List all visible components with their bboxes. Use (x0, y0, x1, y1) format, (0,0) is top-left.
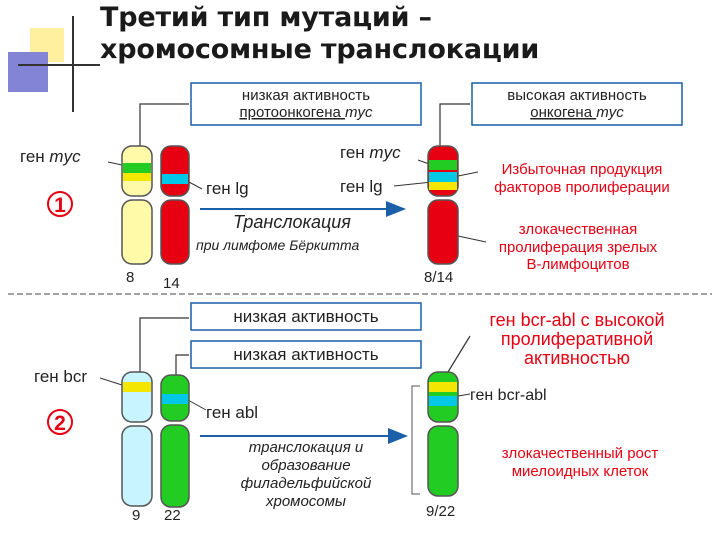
label-14: 14 (163, 275, 180, 292)
connector-low-box-2a (139, 317, 189, 372)
myc-band-8 (123, 163, 151, 173)
label-9: 9 (132, 507, 140, 524)
lg-band-8-14 (429, 172, 457, 182)
chromosome-22 (160, 374, 190, 508)
connector-gene-myc-left (107, 161, 123, 166)
connector-bcr-abl-high (447, 335, 471, 373)
title-line-1: Третий тип мутаций – (100, 2, 432, 33)
malignant-1-line1: злокачественная (519, 221, 638, 238)
philadelphia-line3: филадельфийской (241, 475, 372, 492)
title-line-2: хромосомные транслокации (100, 34, 540, 65)
label-22: 22 (164, 507, 181, 524)
overproduction-line1: Избыточная продукция (502, 161, 663, 178)
gene-abl-label: ген abl (206, 403, 258, 422)
connector-low-box-2b (175, 354, 189, 375)
low-activity-box-1-line1: низкая активность (242, 87, 370, 104)
gene-bcr-label: ген bcr (34, 367, 87, 386)
chromosome-9-22 (427, 371, 459, 497)
bracket-left (411, 385, 420, 495)
panel-1-number-circle (47, 191, 73, 217)
malignant-2-line1: злокачественный рост (502, 445, 659, 462)
connector-gene-lg-right (393, 181, 433, 187)
gene-myc-left-label: ген myc (20, 147, 81, 166)
connector-malignant-1 (457, 235, 487, 243)
chromosome-8-14 (427, 145, 459, 265)
low-activity-box-1-line2: протоонкогена myc (240, 104, 373, 121)
bcr-abl-high-line2: пролиферативной (501, 329, 653, 349)
chromosome-9 (121, 371, 153, 507)
low-activity-box-2b (190, 340, 422, 369)
low-activity-box-1 (190, 82, 422, 126)
panel-2-number-circle (47, 409, 73, 435)
abl-band-9-22 (429, 396, 457, 406)
low-activity-box-2a-text: низкая активность (233, 307, 378, 326)
connector-high-box-1 (439, 103, 470, 150)
overproduction-line2: факторов пролиферации (494, 179, 670, 196)
connector-gene-abl (187, 399, 207, 411)
malignant-2-line2: миелоидных клеток (512, 463, 649, 480)
philadelphia-line4: хромосомы (265, 493, 346, 510)
high-activity-box-1-line2: онкогена myc (530, 104, 624, 121)
burkitt-label: при лимфоме Бёркитта (196, 237, 359, 253)
high-activity-box-1 (471, 82, 683, 126)
bcr-abl-high-line1: ген bcr-abl с высокой (490, 310, 665, 330)
label-9-22: 9/22 (426, 503, 455, 520)
connector-low-box-1 (139, 103, 189, 150)
label-8: 8 (126, 269, 134, 286)
deco-square-purple (8, 52, 48, 92)
connector-overproduction (457, 171, 479, 177)
connector-gene-lg-left (188, 181, 203, 190)
low-activity-box-2a (190, 302, 422, 331)
connector-gene-bcr-abl (457, 393, 471, 397)
gene-lg-left-label: ген lg (206, 179, 249, 198)
translocation-label: Транслокация (233, 212, 351, 232)
panel-1-number: 1 (54, 194, 66, 217)
panel-2-number: 2 (54, 412, 66, 435)
bcr-band-9-22 (429, 382, 457, 392)
abl-band-22 (162, 394, 188, 404)
label-8-14: 8/14 (424, 269, 453, 286)
chromosome-14 (160, 145, 190, 265)
myc-band-8-14 (429, 160, 457, 170)
high-activity-box-1-line1: высокая активность (507, 87, 647, 104)
philadelphia-line2: образование (261, 457, 350, 474)
chromosome-8 (121, 145, 153, 265)
gene-myc-right-label: ген myc (340, 143, 401, 162)
bcr-band-9 (123, 382, 151, 392)
low-activity-box-2b-text: низкая активность (233, 345, 378, 364)
bcr-abl-high-line3: активностью (524, 348, 630, 368)
gene-bcr-abl-label: ген bcr-abl (470, 387, 547, 404)
gene-lg-right-label: ген lg (340, 177, 383, 196)
malignant-1-line2: пролиферация зрелых (499, 239, 658, 256)
philadelphia-line1: транслокация и (249, 439, 364, 456)
connector-gene-bcr (99, 377, 123, 386)
deco-line-horizontal (18, 64, 100, 66)
malignant-1-line3: В-лимфоцитов (526, 256, 629, 273)
lg-band-14 (162, 174, 188, 184)
page-title: Третий тип мутаций – хромосомные трансло… (100, 2, 700, 66)
